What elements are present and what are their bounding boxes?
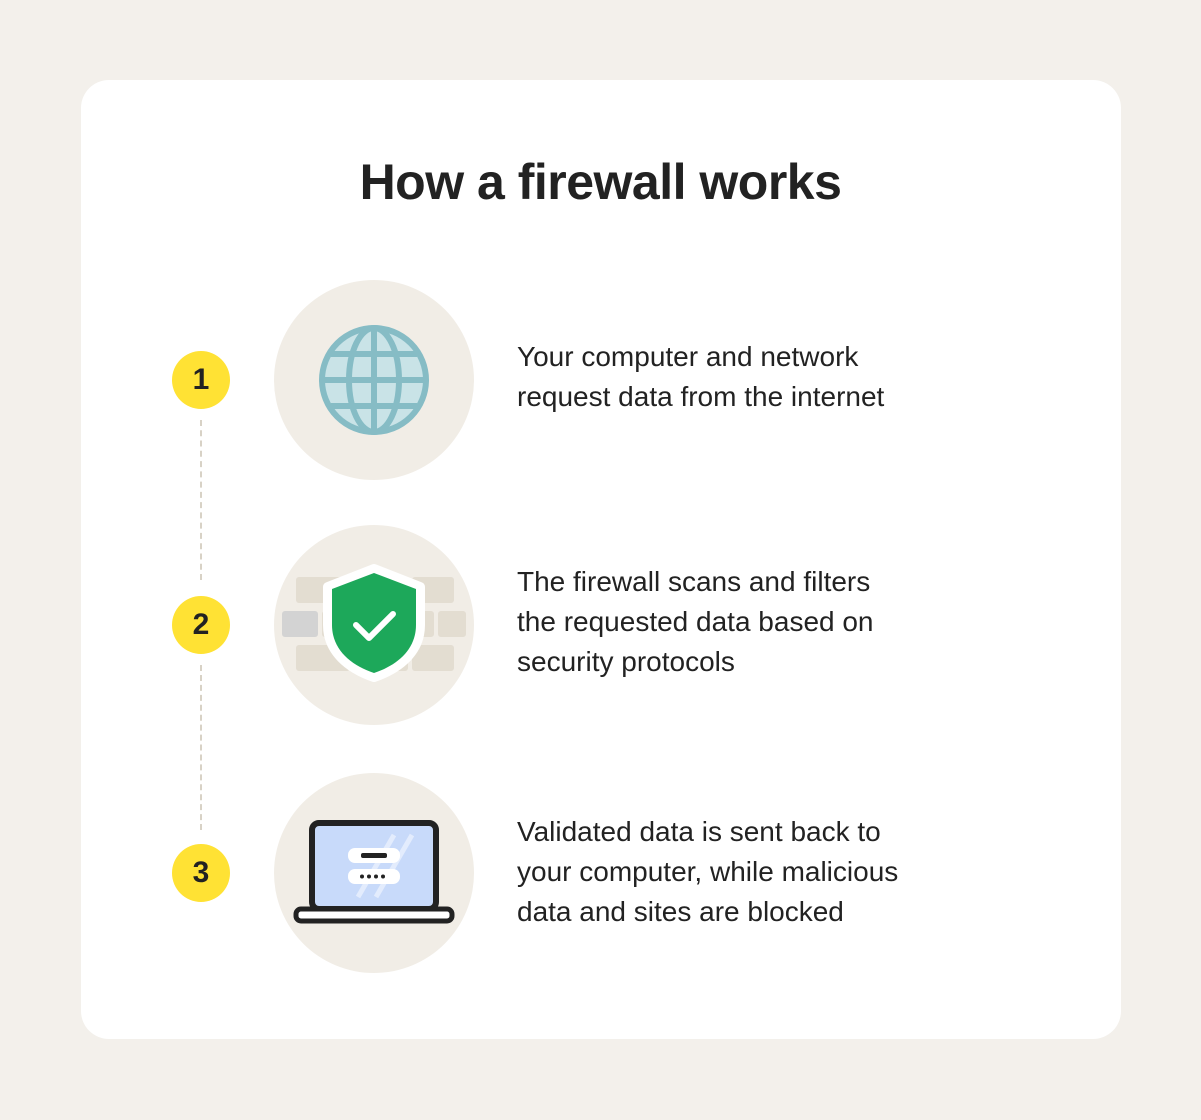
step-connector-2-3 bbox=[200, 665, 202, 830]
step-connector-1-2 bbox=[200, 420, 202, 580]
infographic-card bbox=[81, 80, 1121, 1039]
page-title: How a firewall works bbox=[359, 154, 842, 210]
step-number-badge-2: 2 bbox=[172, 596, 230, 654]
step-icon-circle-1 bbox=[274, 280, 474, 480]
step-description-1: Your computer and network request data f… bbox=[517, 341, 885, 412]
laptop-login-icon bbox=[293, 820, 455, 924]
globe-icon bbox=[319, 325, 429, 435]
step-icon-circle-2 bbox=[274, 525, 474, 725]
step-description-2: The firewall scans and filters the reque… bbox=[517, 566, 874, 677]
shield-check-icon bbox=[282, 564, 466, 682]
step-description-3: Validated data is sent back to your comp… bbox=[517, 816, 899, 927]
step-number-badge-1: 1 bbox=[172, 351, 230, 409]
step-number-badge-3: 3 bbox=[172, 844, 230, 902]
step-icon-circle-3 bbox=[274, 773, 474, 973]
